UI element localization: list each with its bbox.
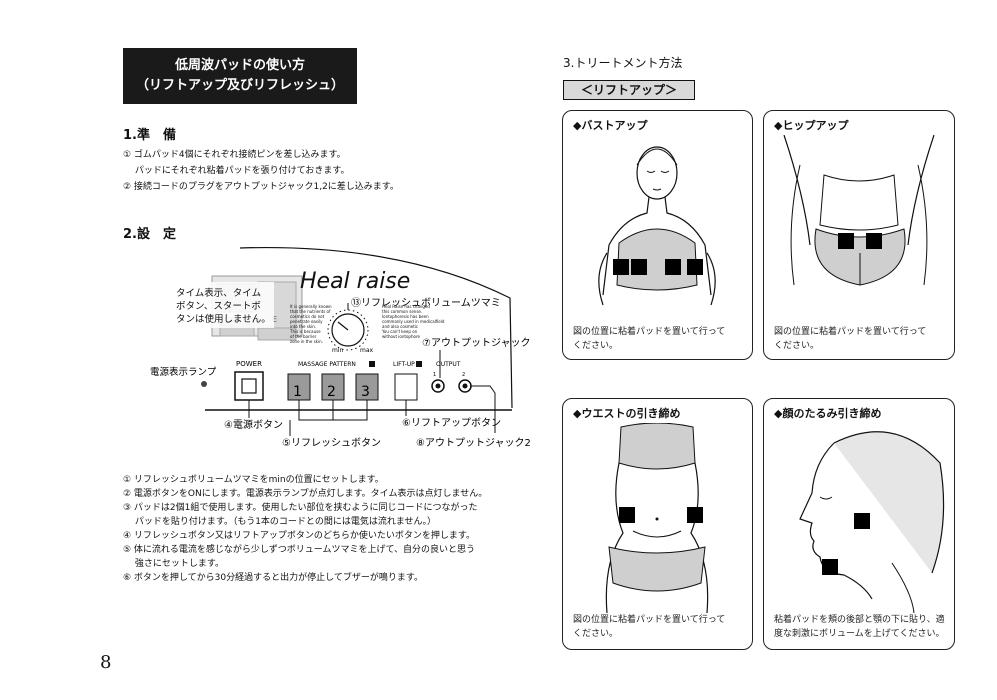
step-item: 強さにセットします。 [123, 559, 224, 569]
pad-marker [854, 513, 870, 529]
note-text: タイム表示、タイム [176, 287, 261, 299]
svg-text:MASSAGE PATTERN: MASSAGE PATTERN [298, 361, 356, 368]
card-title: ◆ウエストの引き締め [573, 407, 681, 420]
svg-text:min: min [332, 347, 344, 354]
svg-text:POWER: POWER [236, 360, 262, 368]
svg-text:penetrate easily: penetrate easily [290, 319, 323, 324]
svg-text:and also cosmetic: and also cosmetic [382, 324, 418, 329]
step-item: ③ パッドは2個1組で使用します。使用したい部位を挟むように同じコードにつながっ… [123, 503, 478, 513]
svg-text:LIFT-UP: LIFT-UP [393, 361, 415, 368]
liftup-button[interactable] [394, 373, 418, 401]
card-title: ◆ヒップアップ [774, 119, 849, 132]
step-item: ⑤ 体に流れる電流を感じながら少しずつボリュームツマミを上げて、自分の良いと思う [123, 545, 476, 555]
hip-illustration [783, 135, 935, 286]
svg-text:It is generally known: It is generally known [290, 304, 332, 309]
step-item: パッドを貼り付けます。（もう1本のコードとの間には電気は流れません。） [123, 517, 437, 527]
svg-text:ボタン、スタートボ: ボタン、スタートボ [176, 301, 261, 312]
svg-text:2: 2 [327, 384, 336, 400]
fine-print-left: It is generally known that the nutrients… [289, 304, 332, 344]
label-volume-knob: ⑬リフレッシュボリュームツマミ [351, 297, 501, 309]
card-title: ◆顔のたるみ引き締め [774, 407, 882, 420]
svg-text:without iontophore: without iontophore [382, 334, 420, 339]
svg-text:of the barrier: of the barrier [290, 334, 317, 339]
label-jack2: ⑧アウトプットジャック2 [416, 437, 530, 449]
svg-text:into the skin.: into the skin. [290, 324, 316, 329]
pad-marker [866, 233, 882, 249]
card-caption: 図の位置に粘着パッドを置いて行って ください。 [573, 615, 726, 639]
prep-item: パッドにそれぞれ粘着パッドを張り付けておきます。 [123, 166, 350, 176]
card-bust-up: ◆バストアップ 図の位置に粘着パッドを置いて行って ください。 [562, 110, 753, 360]
fine-print-right: Heal Raise has changed this common sense… [381, 304, 445, 339]
step-item: ① リフレッシュボリュームツマミをminの位置にセットします。 [123, 475, 384, 485]
setup-heading: 2.設 定 [123, 227, 176, 242]
svg-text:Iontophoresis has been: Iontophoresis has been [382, 314, 429, 319]
card-caption: 図の位置に粘着パッドを置いて行って ください。 [774, 327, 927, 351]
setup-steps: ① リフレッシュボリュームツマミをminの位置にセットします。 ② 電源ボタンを… [123, 473, 487, 585]
svg-text:This is because: This is because [289, 329, 321, 334]
svg-text:this common sense.: this common sense. [382, 309, 422, 314]
title-line2: （リフトアップ及びリフレッシュ） [135, 78, 344, 93]
svg-text:that the nutrients of: that the nutrients of [290, 309, 331, 314]
liftup-tag: ＜リフトアップ＞ [563, 80, 695, 100]
pad-marker [665, 259, 681, 275]
bust-illustration [598, 146, 716, 306]
pad-marker [687, 259, 703, 275]
title-line1: 低周波パッドの使い方 [174, 58, 305, 73]
pad-marker [822, 559, 838, 575]
card-face: ◆顔のたるみ引き締め 粘着パッドを頬の後部と顎の下に貼り、適 度な刺激にボリュー… [763, 398, 955, 650]
pad-marker [613, 259, 629, 275]
control-panel-diagram: E タイム表示、タイム ボタン、スタートボ タンは使用しません。 Heal ra… [150, 247, 530, 449]
label-refresh-button: ⑤リフレッシュボタン [282, 437, 381, 449]
svg-text:You can't keep on: You can't keep on [381, 329, 418, 334]
face-illustration [799, 431, 945, 613]
pad-marker [631, 259, 647, 275]
brand-logo: Heal raise [300, 269, 410, 294]
svg-text:commonly used in medicalfield: commonly used in medicalfield [382, 319, 445, 324]
svg-text:cosmetics do not: cosmetics do not [290, 314, 325, 319]
svg-text:1: 1 [433, 372, 436, 378]
svg-text:OUTPUT: OUTPUT [436, 361, 461, 368]
label-jack1: ⑦アウトプットジャック1 [422, 337, 530, 349]
treatment-heading: 3.トリートメント方法 [563, 56, 683, 70]
pad-marker [619, 507, 635, 523]
page-number: 8 [100, 652, 112, 673]
svg-text:zone in the skin.: zone in the skin. [290, 339, 323, 344]
waist-illustration [605, 423, 709, 613]
pad-marker [838, 233, 854, 249]
card-title: ◆バストアップ [573, 119, 648, 132]
label-power-lamp: 電源表示ランプ [150, 366, 217, 378]
svg-text:タンは使用しません。: タンは使用しません。 [176, 313, 271, 325]
card-caption: 図の位置に粘着パッドを置いて行って ください。 [573, 327, 726, 351]
label-power-button: ④電源ボタン [224, 418, 283, 431]
prep-item: ① ゴムパッド4個にそれぞれ接続ピンを差し込みます。 [123, 150, 346, 160]
step-item: ⑥ ボタンを押してから30分経過すると出力が停止してブザーが鳴ります。 [123, 573, 423, 583]
svg-text:Heal Raise has changed: Heal Raise has changed [382, 304, 430, 309]
step-item: ④ リフレッシュボタン又はリフトアップボタンのどちらか使いたいボタンを押します。 [123, 531, 476, 541]
prep-list: ① ゴムパッド4個にそれぞれ接続ピンを差し込みます。 パッドにそれぞれ粘着パッド… [123, 147, 399, 195]
pad-marker [687, 507, 703, 523]
svg-text:max: max [360, 347, 374, 354]
section-title: 低周波パッドの使い方 （リフトアップ及びリフレッシュ） [123, 48, 357, 104]
card-caption: 粘着パッドを頬の後部と顎の下に貼り、適 度な刺激にボリュームを上げてください。 [774, 615, 945, 639]
power-lamp [201, 381, 207, 387]
prep-heading: 1.準 備 [123, 128, 176, 143]
step-item: ② 電源ボタンをONにします。電源表示ランプが点灯します。タイム表示は点灯しませ… [123, 489, 488, 499]
card-hip-up: ◆ヒップアップ 図の位置に粘着パッドを置いて行って ください。 [763, 110, 955, 360]
card-waist: ◆ウエストの引き締め 図の位置に粘着パッドを置いて行って ください。 [562, 398, 753, 650]
svg-text:3: 3 [361, 384, 370, 400]
svg-text:1: 1 [293, 384, 302, 400]
label-liftup-button: ⑥リフトアップボタン [402, 417, 501, 429]
svg-text:2: 2 [462, 372, 465, 378]
svg-text:E: E [272, 315, 277, 324]
prep-item: ② 接続コードのプラグをアウトプットジャック1,2に差し込みます。 [123, 182, 399, 192]
